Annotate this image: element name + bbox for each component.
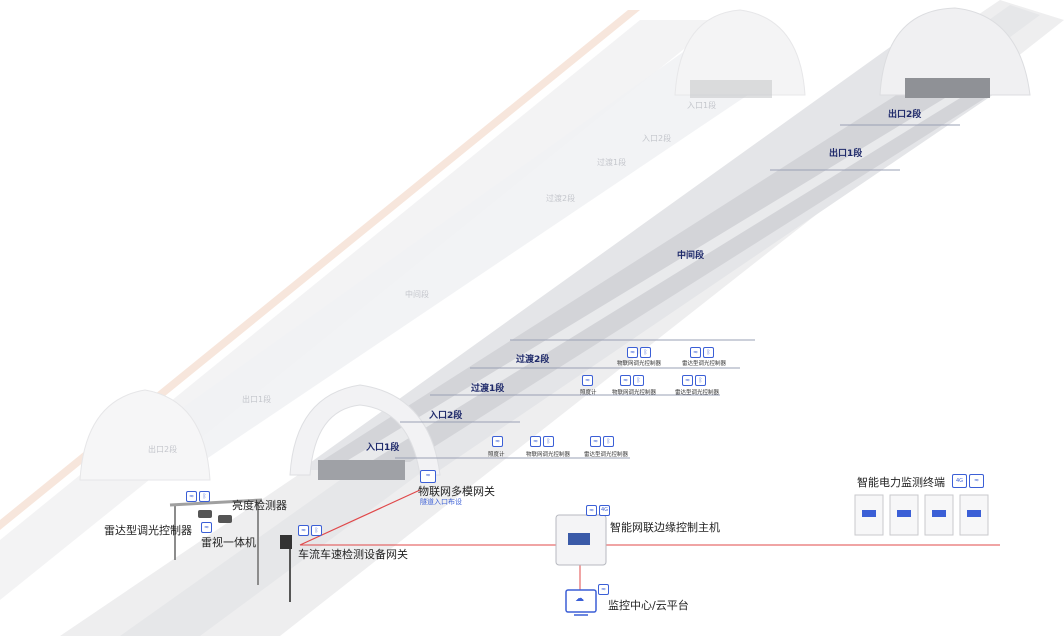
edge-host-screen — [568, 533, 590, 545]
power-terminal-screen — [967, 510, 981, 517]
bluetooth-icon: ᛒ — [633, 375, 644, 386]
ghost-segment-label: 出口1段 — [242, 394, 271, 404]
wifi-icon: ≈ — [590, 436, 601, 447]
radar-controller-label: 雷达型调光控制器 — [104, 524, 192, 537]
main-segment-label: 过渡1段 — [471, 382, 505, 394]
main-tunnel-lane-1 — [345, 95, 965, 462]
power-terminal-screen — [862, 510, 876, 517]
bluetooth-icon: ᛒ — [695, 375, 706, 386]
main-tunnel-exit-shadow — [905, 78, 990, 98]
ghost-tunnel-body — [95, 40, 770, 470]
traffic-gateway-label: 车流车速检测设备网关 — [298, 548, 408, 561]
4g-icon: 4G — [952, 474, 967, 488]
main-segment-label: 入口2段 — [428, 409, 463, 421]
main-segment-label: 出口2段 — [888, 108, 922, 120]
wifi-icon: ≈ — [186, 491, 197, 502]
ghost-segment-label: 过渡2段 — [546, 193, 575, 203]
brightness-detector-label: 亮度检测器 — [232, 499, 287, 512]
4g-icon: 4G — [599, 505, 610, 516]
ghost-segment-label: 中间段 — [405, 289, 429, 299]
wifi-icon: ≈ — [582, 375, 593, 386]
camera-device — [198, 510, 212, 518]
main-tunnel-portal-far — [879, 7, 1031, 96]
monitor-center-label: 监控中心/云平台 — [608, 599, 689, 612]
cloud-icon: ☁ — [575, 594, 584, 604]
ghost-segment-label: 过渡1段 — [597, 157, 626, 167]
device-label: 照度计 — [580, 390, 597, 396]
wifi-icon: ≈ — [627, 347, 638, 358]
main-segment-label: 出口1段 — [829, 147, 863, 159]
device-label: 物联网调光控制器 — [612, 390, 657, 396]
main-tunnel-entrance-shadow — [318, 460, 405, 480]
device-label: 照度计 — [488, 452, 505, 458]
radar-vision-label: 雷视一体机 — [201, 536, 256, 549]
ghost-segment-label: 入口2段 — [642, 133, 671, 143]
wifi-icon: ≈ — [598, 584, 609, 595]
wifi-icon: ≈ — [530, 436, 541, 447]
device-label: 雷达型调光控制器 — [584, 452, 629, 458]
traffic-gateway-device — [280, 535, 292, 549]
device-label: 物联网调光控制器 — [526, 452, 571, 458]
wifi-icon: ≈ — [201, 522, 212, 533]
main-segment-label: 入口1段 — [365, 441, 400, 453]
iot-gateway-label: 物联网多模网关 — [418, 485, 495, 498]
bluetooth-icon: ᛒ — [311, 525, 322, 536]
bluetooth-icon: ᛒ — [640, 347, 651, 358]
device-label: 物联网调光控制器 — [617, 361, 662, 367]
ghost-tunnel-portal-near — [79, 389, 211, 481]
ghost-segment-label: 出口2段 — [148, 444, 177, 454]
power-terminal-screen — [897, 510, 911, 517]
device-label: 雷达型调光控制器 — [675, 390, 720, 396]
main-segment-label: 过渡2段 — [516, 353, 550, 365]
ghost-tunnel-portal-far — [674, 9, 806, 96]
ghost-segment-label: 入口1段 — [687, 100, 716, 110]
bluetooth-icon: ᛒ — [543, 436, 554, 447]
wifi-icon: ≈ — [586, 505, 597, 516]
camera-device — [218, 515, 232, 523]
device-label: 雷达型调光控制器 — [682, 361, 727, 367]
wifi-icon: ≈ — [620, 375, 631, 386]
main-tunnel-portal-near — [289, 384, 441, 476]
wifi-icon: ≈ — [682, 375, 693, 386]
iot-gateway-sublabel: 隧道入口布设 — [420, 498, 462, 506]
ghost-tunnel-end — [690, 80, 772, 98]
bluetooth-icon: ᛒ — [703, 347, 714, 358]
gantry-beam — [169, 498, 263, 507]
main-segment-label: 中间段 — [677, 249, 705, 261]
bluetooth-icon: ᛒ — [603, 436, 614, 447]
power-terminal-screen — [932, 510, 946, 517]
wifi-icon: ≈ — [969, 474, 984, 488]
power-terminal-label: 智能电力监测终端 — [857, 476, 945, 489]
wifi-icon: ≈ — [492, 436, 503, 447]
wifi-icon: ≈ — [420, 470, 436, 483]
bluetooth-icon: ᛒ — [199, 491, 210, 502]
edge-host-label: 智能网联边缘控制主机 — [610, 521, 720, 534]
wifi-icon: ≈ — [298, 525, 309, 536]
wifi-icon: ≈ — [690, 347, 701, 358]
